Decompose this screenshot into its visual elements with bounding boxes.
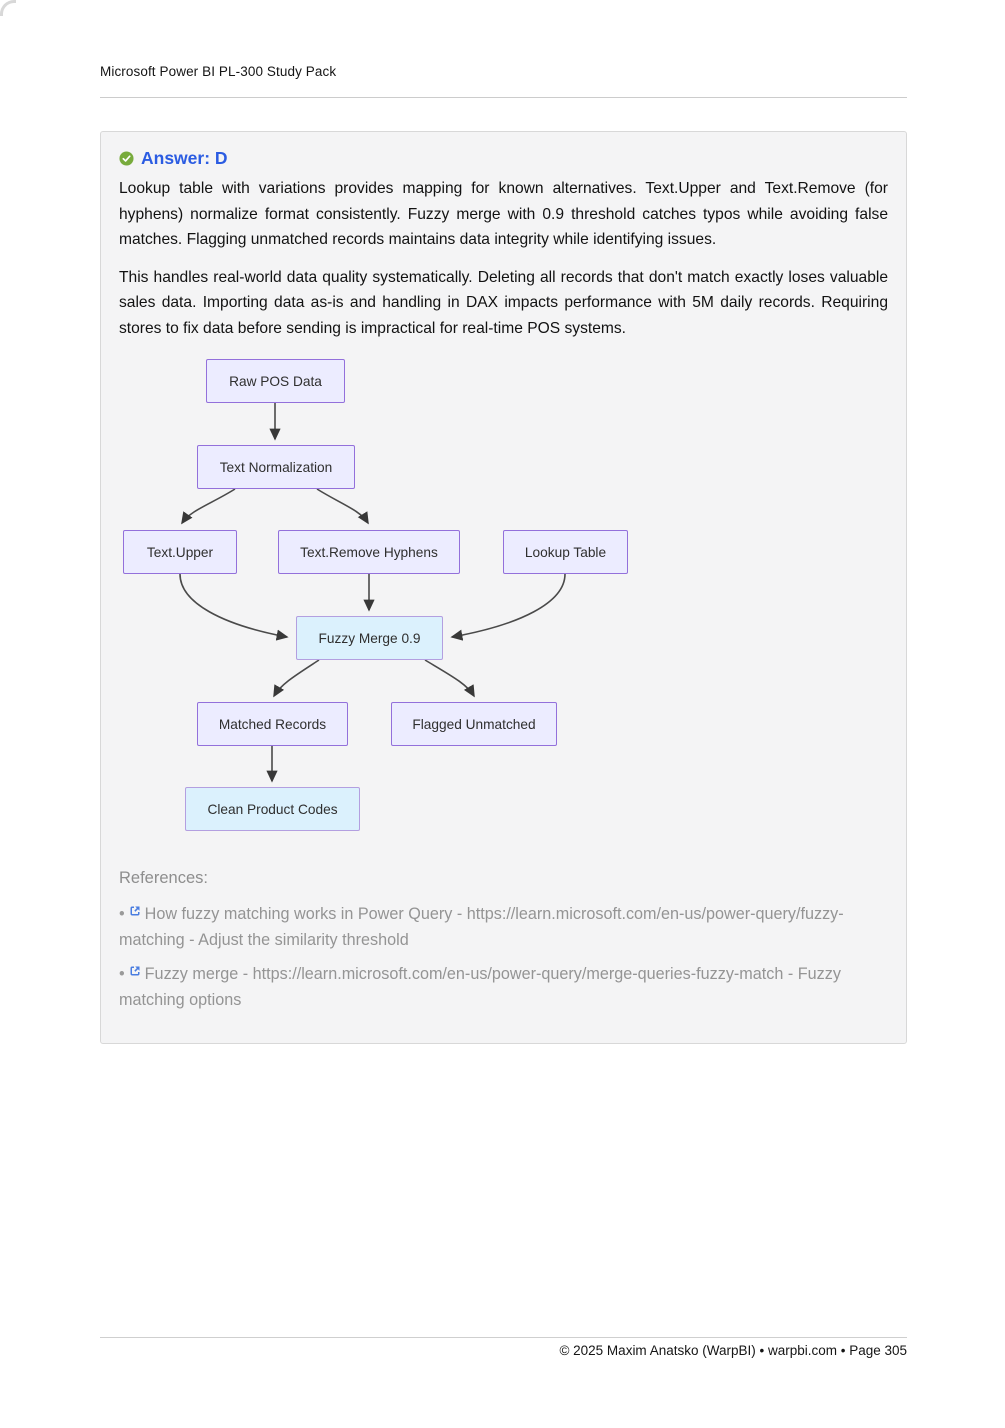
footer-divider [100, 1337, 907, 1338]
header-divider [100, 97, 907, 98]
diagram-node-text-remove-hyphens: Text.Remove Hyphens [278, 530, 460, 574]
reference-text: Fuzzy merge - https://learn.microsoft.co… [119, 965, 841, 1009]
reference-link-fuzzy-matching[interactable]: •How fuzzy matching works in Power Query… [119, 901, 888, 953]
answer-header: Answer: D [119, 132, 888, 169]
diagram-node-matched-records: Matched Records [197, 702, 348, 746]
reference-bullet: • [119, 965, 125, 983]
references-heading: References: [119, 869, 208, 887]
answer-paragraph-2: This handles real-world data quality sys… [119, 268, 888, 337]
check-circle-icon [119, 150, 134, 166]
answer-card: Answer: D Lookup table with variations p… [100, 131, 907, 1044]
flowchart-edges [179, 403, 566, 783]
diagram-node-flagged-unmatched: Flagged Unmatched [391, 702, 557, 746]
reference-text: How fuzzy matching works in Power Query … [119, 905, 844, 949]
external-link-icon [130, 906, 140, 916]
diagram-node-raw-pos-data: Raw POS Data [206, 359, 345, 403]
reference-bullet: • [119, 905, 125, 923]
reference-link-fuzzy-merge[interactable]: •Fuzzy merge - https://learn.microsoft.c… [119, 961, 888, 1013]
external-link-icon [130, 966, 140, 976]
diagram-node-fuzzy-merge: Fuzzy Merge 0.9 [296, 616, 443, 660]
diagram-node-text-normalization: Text Normalization [197, 445, 355, 489]
window-corner-artifact [0, 0, 16, 16]
diagram-node-text-upper: Text.Upper [123, 530, 237, 574]
answer-label: Answer: D [141, 147, 228, 168]
flowchart-diagram: Raw POS Data Text Normalization Text.Upp… [119, 357, 890, 839]
page-title: Microsoft Power BI PL-300 Study Pack [100, 64, 337, 79]
answer-paragraph-1: Lookup table with variations provides ma… [119, 180, 888, 248]
diagram-node-clean-product-codes: Clean Product Codes [185, 787, 360, 831]
diagram-node-lookup-table: Lookup Table [503, 530, 628, 574]
footer-text: © 2025 Maxim Anatsko (WarpBI) • warpbi.c… [559, 1343, 907, 1358]
